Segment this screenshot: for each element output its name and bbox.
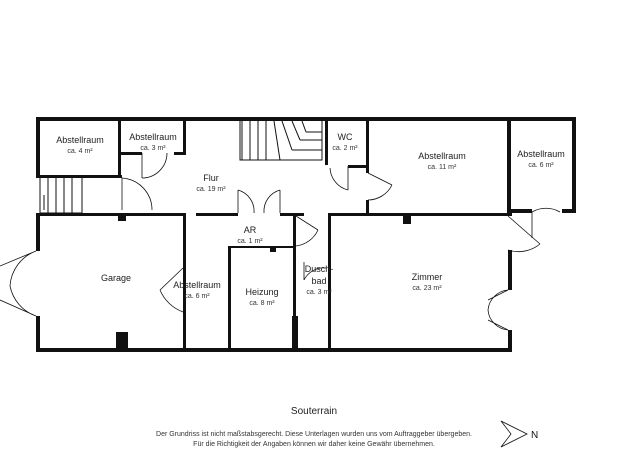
wall-abst11-left: [366, 117, 369, 173]
door-abst11: [367, 172, 393, 201]
room-name-garage: Garage: [101, 273, 131, 283]
door-zimmer-right-2: [487, 309, 509, 331]
room-name-abstellraum-3: Abstellraum: [129, 132, 177, 142]
stairs-center: [239, 120, 323, 161]
wall-dusch-right: [328, 213, 331, 352]
room-area-flur: ca. 19 m²: [196, 186, 226, 193]
disclaimer-line-1: Der Grundriss ist nicht maßstabsgerecht.…: [156, 431, 472, 438]
doors: [0, 152, 561, 331]
wall-garage-top4: [330, 213, 370, 216]
room-name-wc: WC: [338, 132, 353, 142]
wall-annex-left: [507, 117, 511, 213]
wall-right-lower2: [508, 330, 512, 352]
door-flur-left: [121, 177, 153, 211]
wall-heizung-right: [293, 213, 296, 352]
room-name-ar: AR: [244, 225, 257, 235]
door-ar-right: [263, 189, 281, 214]
wall-zimmer-top: [366, 213, 512, 216]
wall-abst6-right: [228, 246, 231, 352]
stairs-left-frame: [39, 176, 83, 214]
wall-left-lower: [36, 215, 40, 251]
floor-label: Souterrain: [291, 406, 337, 417]
north-label: N: [531, 430, 538, 441]
wall-abst11-left2: [366, 200, 369, 216]
wall-left-lower2: [36, 316, 40, 352]
wall-garage-top2: [196, 213, 238, 216]
wall-top: [36, 117, 510, 121]
door-garage-1: [0, 250, 37, 287]
stair-step: [273, 120, 281, 161]
wall-bottom: [36, 348, 512, 352]
wall-garage-top3: [280, 213, 304, 216]
wall-annex-bottom-right: [562, 209, 576, 213]
room-labels: Abstellraum ca. 4 m² Abstellraum ca. 3 m…: [56, 132, 565, 307]
room-name-duschbad-2: bad: [311, 276, 326, 286]
door-annex: [531, 207, 561, 238]
wall-wc-bottom: [348, 165, 368, 168]
door-abst6: [159, 267, 184, 313]
room-area-duschbad: ca. 3 m²: [306, 289, 332, 296]
room-area-wc: ca. 2 m²: [332, 145, 358, 152]
door-zimmer-right-1: [487, 289, 509, 311]
door-zimmer-top: [507, 215, 541, 253]
wall-annex-bottom: [508, 209, 532, 213]
stairs-left: [39, 176, 83, 214]
disclaimer-line-2: Für die Richtigkeit der Angaben können w…: [193, 441, 435, 448]
pillar-4: [292, 316, 298, 352]
pillar-5: [270, 246, 276, 252]
wall-abst3-bottom2: [174, 152, 186, 155]
wall-abst3-bottom: [118, 152, 142, 155]
door-ar-left: [237, 189, 255, 214]
room-area-abstellraum-6-right: ca. 6 m²: [528, 162, 554, 169]
room-area-abstellraum-3: ca. 3 m²: [140, 145, 166, 152]
room-name-abstellraum-11: Abstellraum: [418, 151, 466, 161]
wall-left-upper: [36, 117, 40, 177]
wall-garage-top: [36, 213, 186, 216]
room-area-heizung: ca. 8 m²: [249, 300, 275, 307]
wall-abst3-right: [183, 117, 186, 155]
wall-wc-left: [325, 117, 328, 165]
pillar-1: [118, 213, 126, 221]
room-name-duschbad-1: Dusch-: [305, 264, 334, 274]
wall-abst4-right: [118, 117, 121, 177]
door-abst3: [141, 152, 168, 179]
room-name-zimmer: Zimmer: [412, 272, 443, 282]
north-arrow: N: [500, 420, 538, 448]
room-name-abstellraum-6-mid: Abstellraum: [173, 280, 221, 290]
room-name-abstellraum-6-right: Abstellraum: [517, 149, 565, 159]
wall-garage-right: [183, 213, 186, 352]
pillar-2: [403, 216, 411, 224]
door-garage-2: [0, 285, 37, 317]
door-wc: [329, 166, 349, 191]
room-area-ar: ca. 1 m²: [237, 238, 263, 245]
room-name-heizung: Heizung: [245, 287, 278, 297]
room-area-abstellraum-11: ca. 11 m²: [428, 164, 457, 171]
room-area-abstellraum-6-mid: ca. 6 m²: [184, 293, 210, 300]
walls: [36, 117, 576, 352]
north-arrow-icon: [500, 420, 528, 448]
door-heizung: [295, 215, 319, 247]
wall-annex-right: [572, 117, 576, 213]
pillar-3: [116, 332, 128, 352]
wall-annex-top: [508, 117, 576, 121]
room-name-flur: Flur: [203, 173, 219, 183]
wall-right-lower: [508, 250, 512, 290]
stair-step: [281, 120, 293, 151]
stair-step: [291, 120, 301, 141]
room-area-abstellraum-4: ca. 4 m²: [67, 148, 93, 155]
stair-step: [301, 120, 307, 133]
stairs-center-outline: [239, 121, 323, 161]
wall-ar-bottom: [228, 246, 296, 248]
door-dusch: [303, 262, 327, 281]
room-area-zimmer: ca. 23 m²: [412, 285, 442, 292]
room-name-abstellraum-4: Abstellraum: [56, 135, 104, 145]
